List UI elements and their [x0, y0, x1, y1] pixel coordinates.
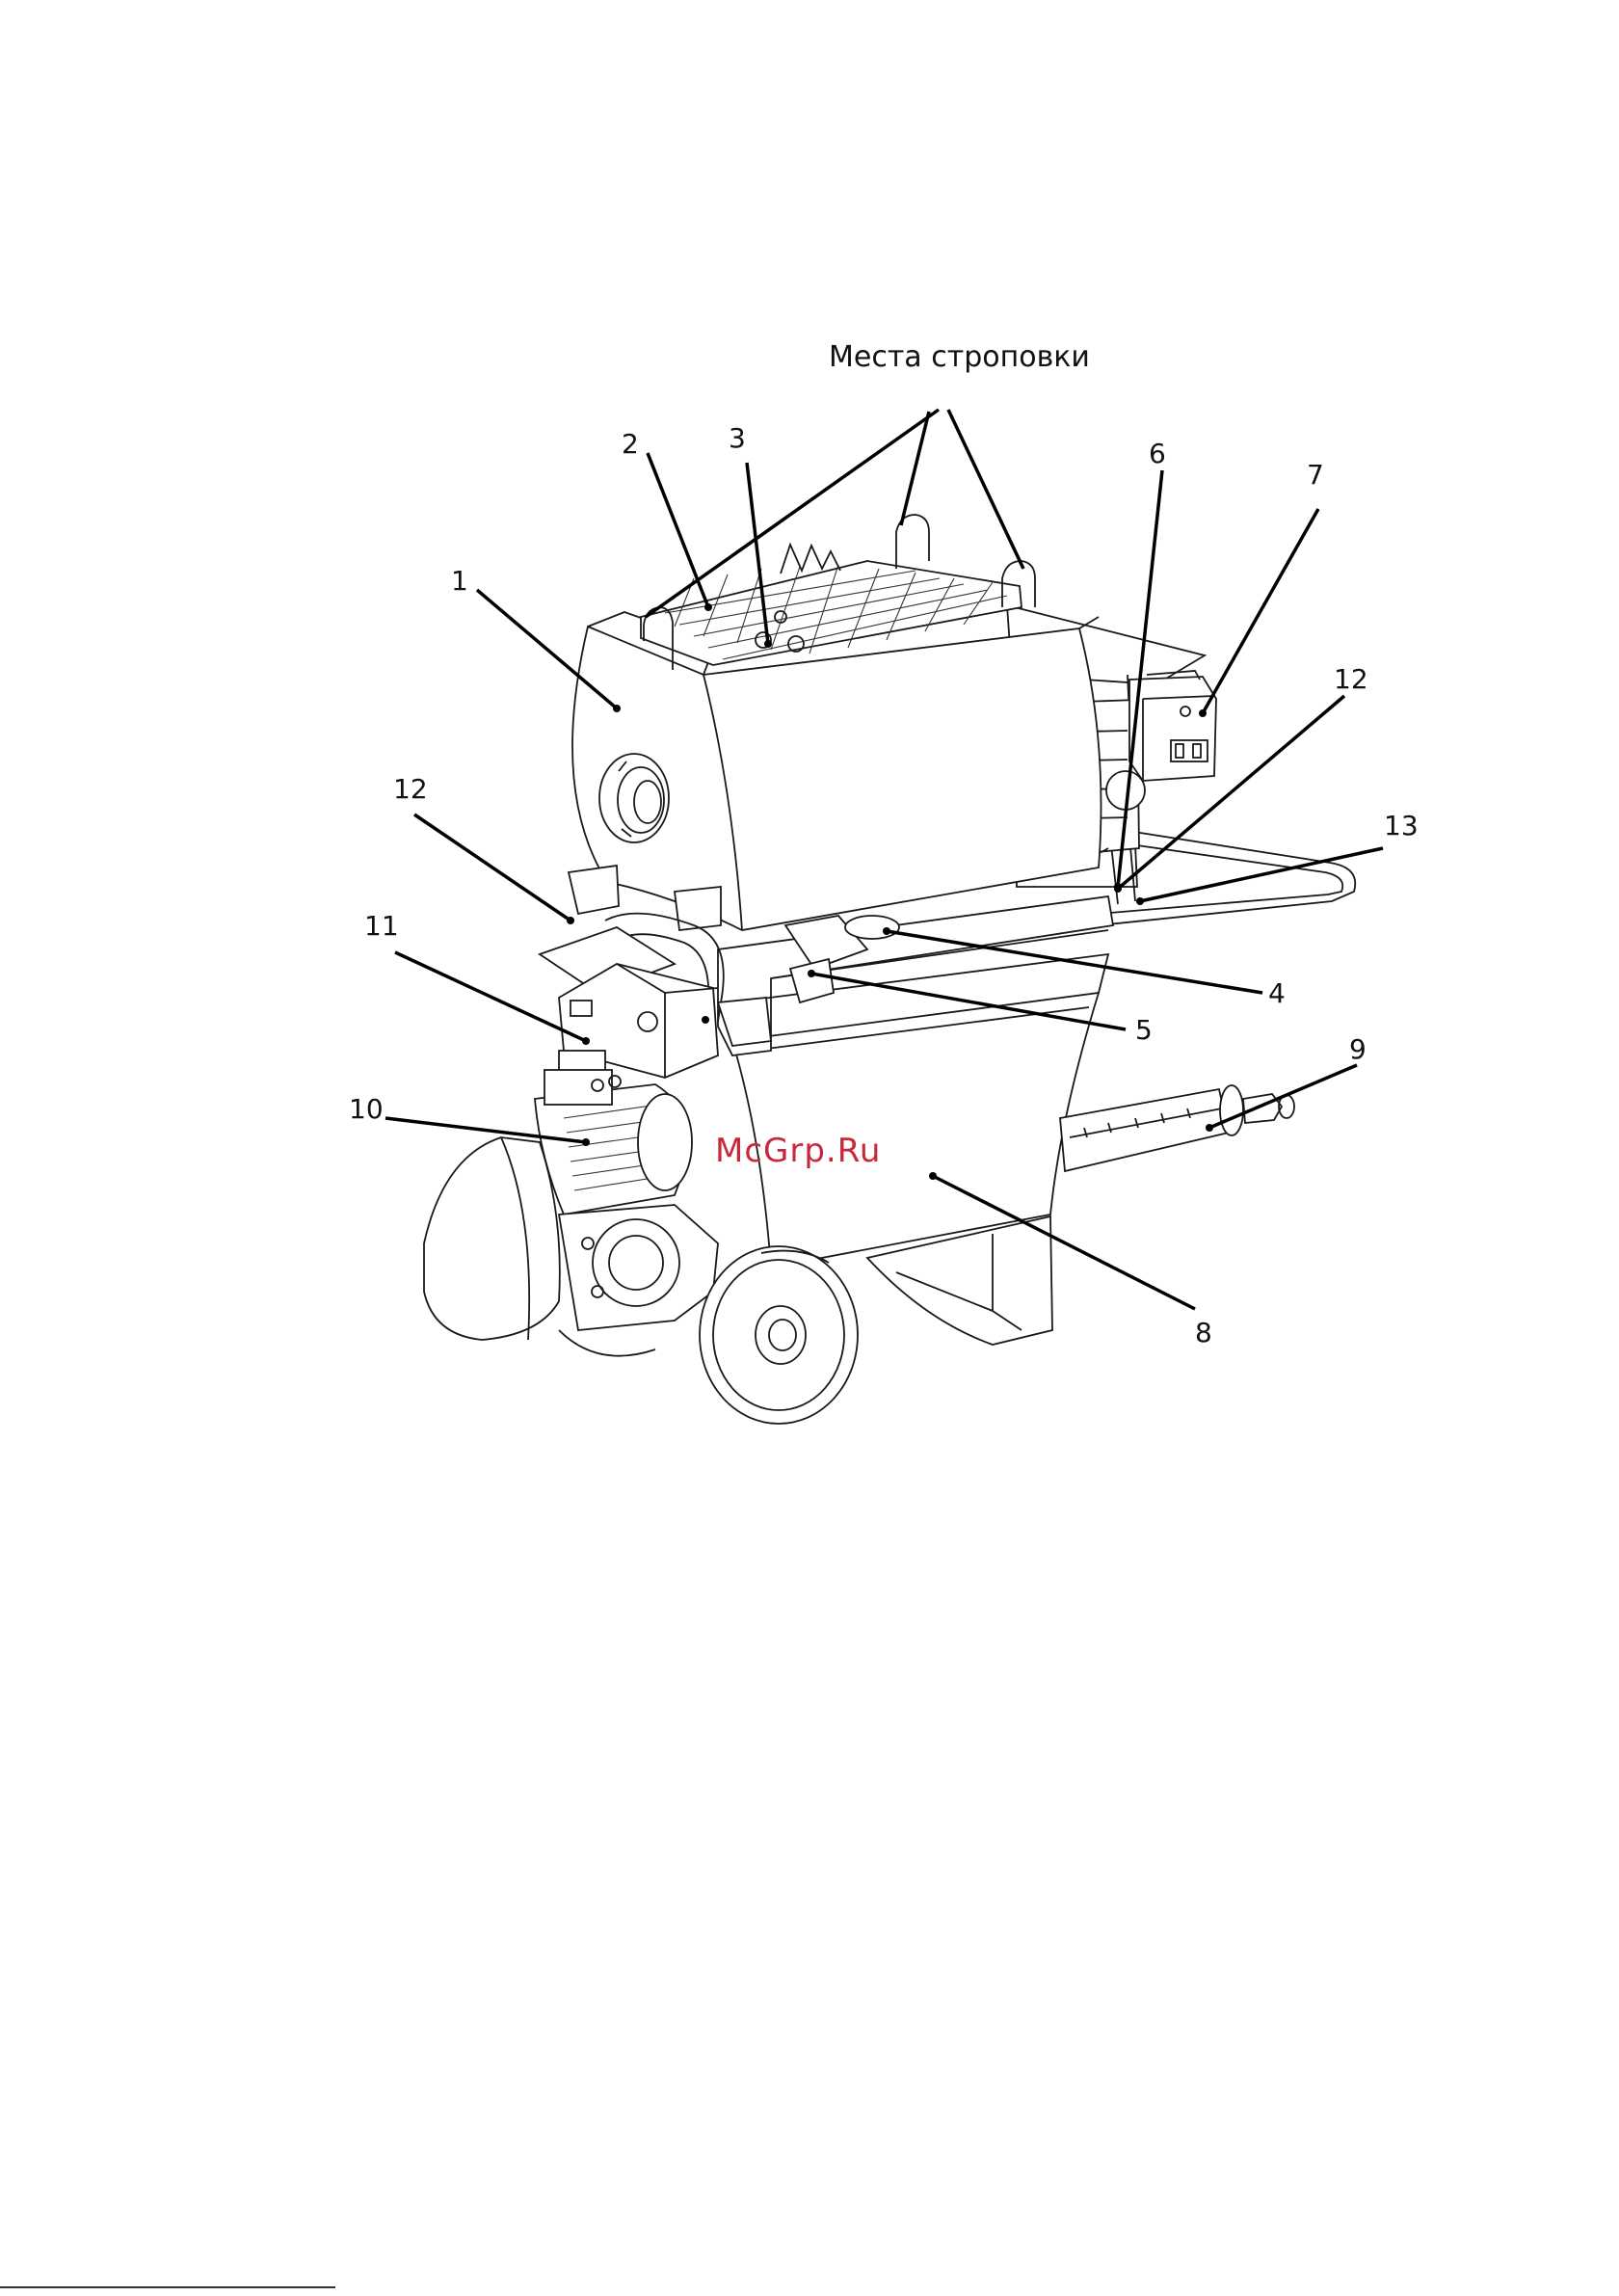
callout-12-left: 12 [393, 773, 428, 805]
motor [535, 1070, 692, 1215]
leader-13 [1140, 848, 1383, 901]
diagram-title: Места строповки [829, 340, 1090, 374]
callout-13: 13 [1384, 810, 1419, 841]
wheel [700, 1246, 858, 1424]
callout-4: 4 [1268, 977, 1286, 1009]
mixer-tank [572, 612, 1101, 930]
callout-2: 2 [622, 428, 639, 460]
callout-9: 9 [1349, 1033, 1367, 1065]
gearbox [559, 1205, 718, 1356]
leader-4 [887, 931, 1262, 993]
screw-pump [1060, 1085, 1294, 1171]
callout-5: 5 [1135, 1014, 1153, 1046]
callout-1: 1 [451, 565, 468, 597]
control-box [1129, 671, 1216, 781]
footnote-rule [0, 2286, 335, 2288]
callout-10: 10 [349, 1093, 384, 1125]
leader-7 [1203, 509, 1318, 713]
callout-3: 3 [729, 422, 746, 454]
callout-8: 8 [1195, 1317, 1212, 1348]
watermark: McGrp.Ru [715, 1132, 881, 1170]
callout-7: 7 [1307, 459, 1324, 491]
callout-11: 11 [364, 910, 399, 942]
machine-drawing [424, 515, 1355, 1424]
callout-6: 6 [1149, 438, 1166, 469]
motor-cover [424, 1137, 560, 1340]
electric-box [540, 927, 718, 1080]
callout-12-right: 12 [1334, 663, 1368, 695]
leader-12-left [414, 814, 571, 921]
leader-2 [648, 453, 708, 607]
